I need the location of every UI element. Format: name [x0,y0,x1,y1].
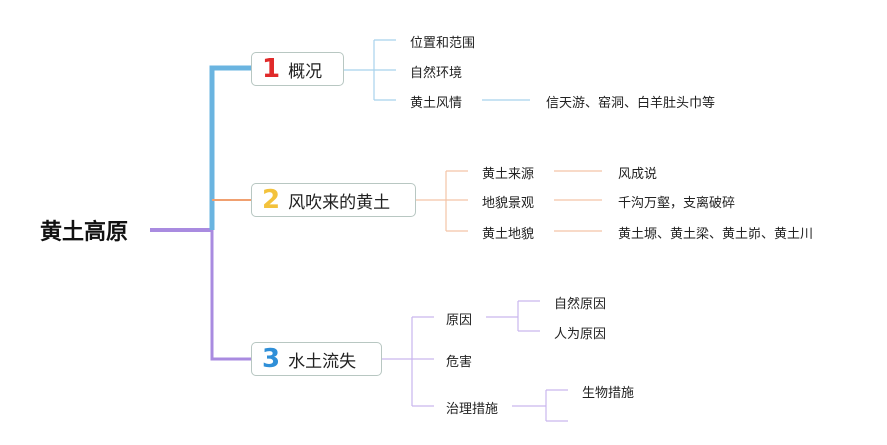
branch-number-2: 2 [262,185,281,215]
branch-node-overview[interactable]: 1 概况 [251,52,344,86]
item-harm: 危害 [446,355,473,370]
item-natural-environment: 自然环境 [410,66,463,81]
branch-number-1: 1 [262,54,281,84]
detail-landform-landscape: 千沟万壑，支离破碎 [618,196,736,211]
branch-label-wind-loess: 风吹来的黄土 [288,192,391,213]
branch-node-wind-loess[interactable]: 2 风吹来的黄土 [251,183,416,217]
connectors-branch-2-items [416,170,602,232]
item-biological-measures: 生物措施 [582,386,635,401]
detail-loess-landform: 黄土塬、黄土梁、黄土峁、黄土川 [618,227,814,242]
connector-branch-1 [209,65,252,230]
branch-label-overview: 概况 [288,61,323,82]
root-title: 黄土高原 [40,220,129,245]
item-control-measures: 治理措施 [446,402,499,417]
connectors-branch-1-items [344,39,530,101]
item-loess-source: 黄土来源 [482,167,535,182]
branch-label-soil-erosion: 水土流失 [288,351,357,372]
branch-node-soil-erosion[interactable]: 3 水土流失 [251,342,382,376]
branch-number-3: 3 [262,344,281,374]
item-causes: 原因 [446,313,473,328]
connector-branch-3 [210,230,252,361]
item-human-causes: 人为原因 [554,327,607,342]
connectors-branch-3-items [382,300,568,422]
detail-loess-source: 风成说 [618,167,658,182]
item-natural-causes: 自然原因 [554,297,607,312]
item-location-range: 位置和范围 [410,36,476,51]
item-landform-landscape: 地貌景观 [482,196,535,211]
detail-loess-customs: 信天游、窑洞、白羊肚头巾等 [546,96,716,111]
item-loess-landform: 黄土地貌 [482,227,535,242]
item-loess-customs: 黄土风情 [410,96,463,111]
